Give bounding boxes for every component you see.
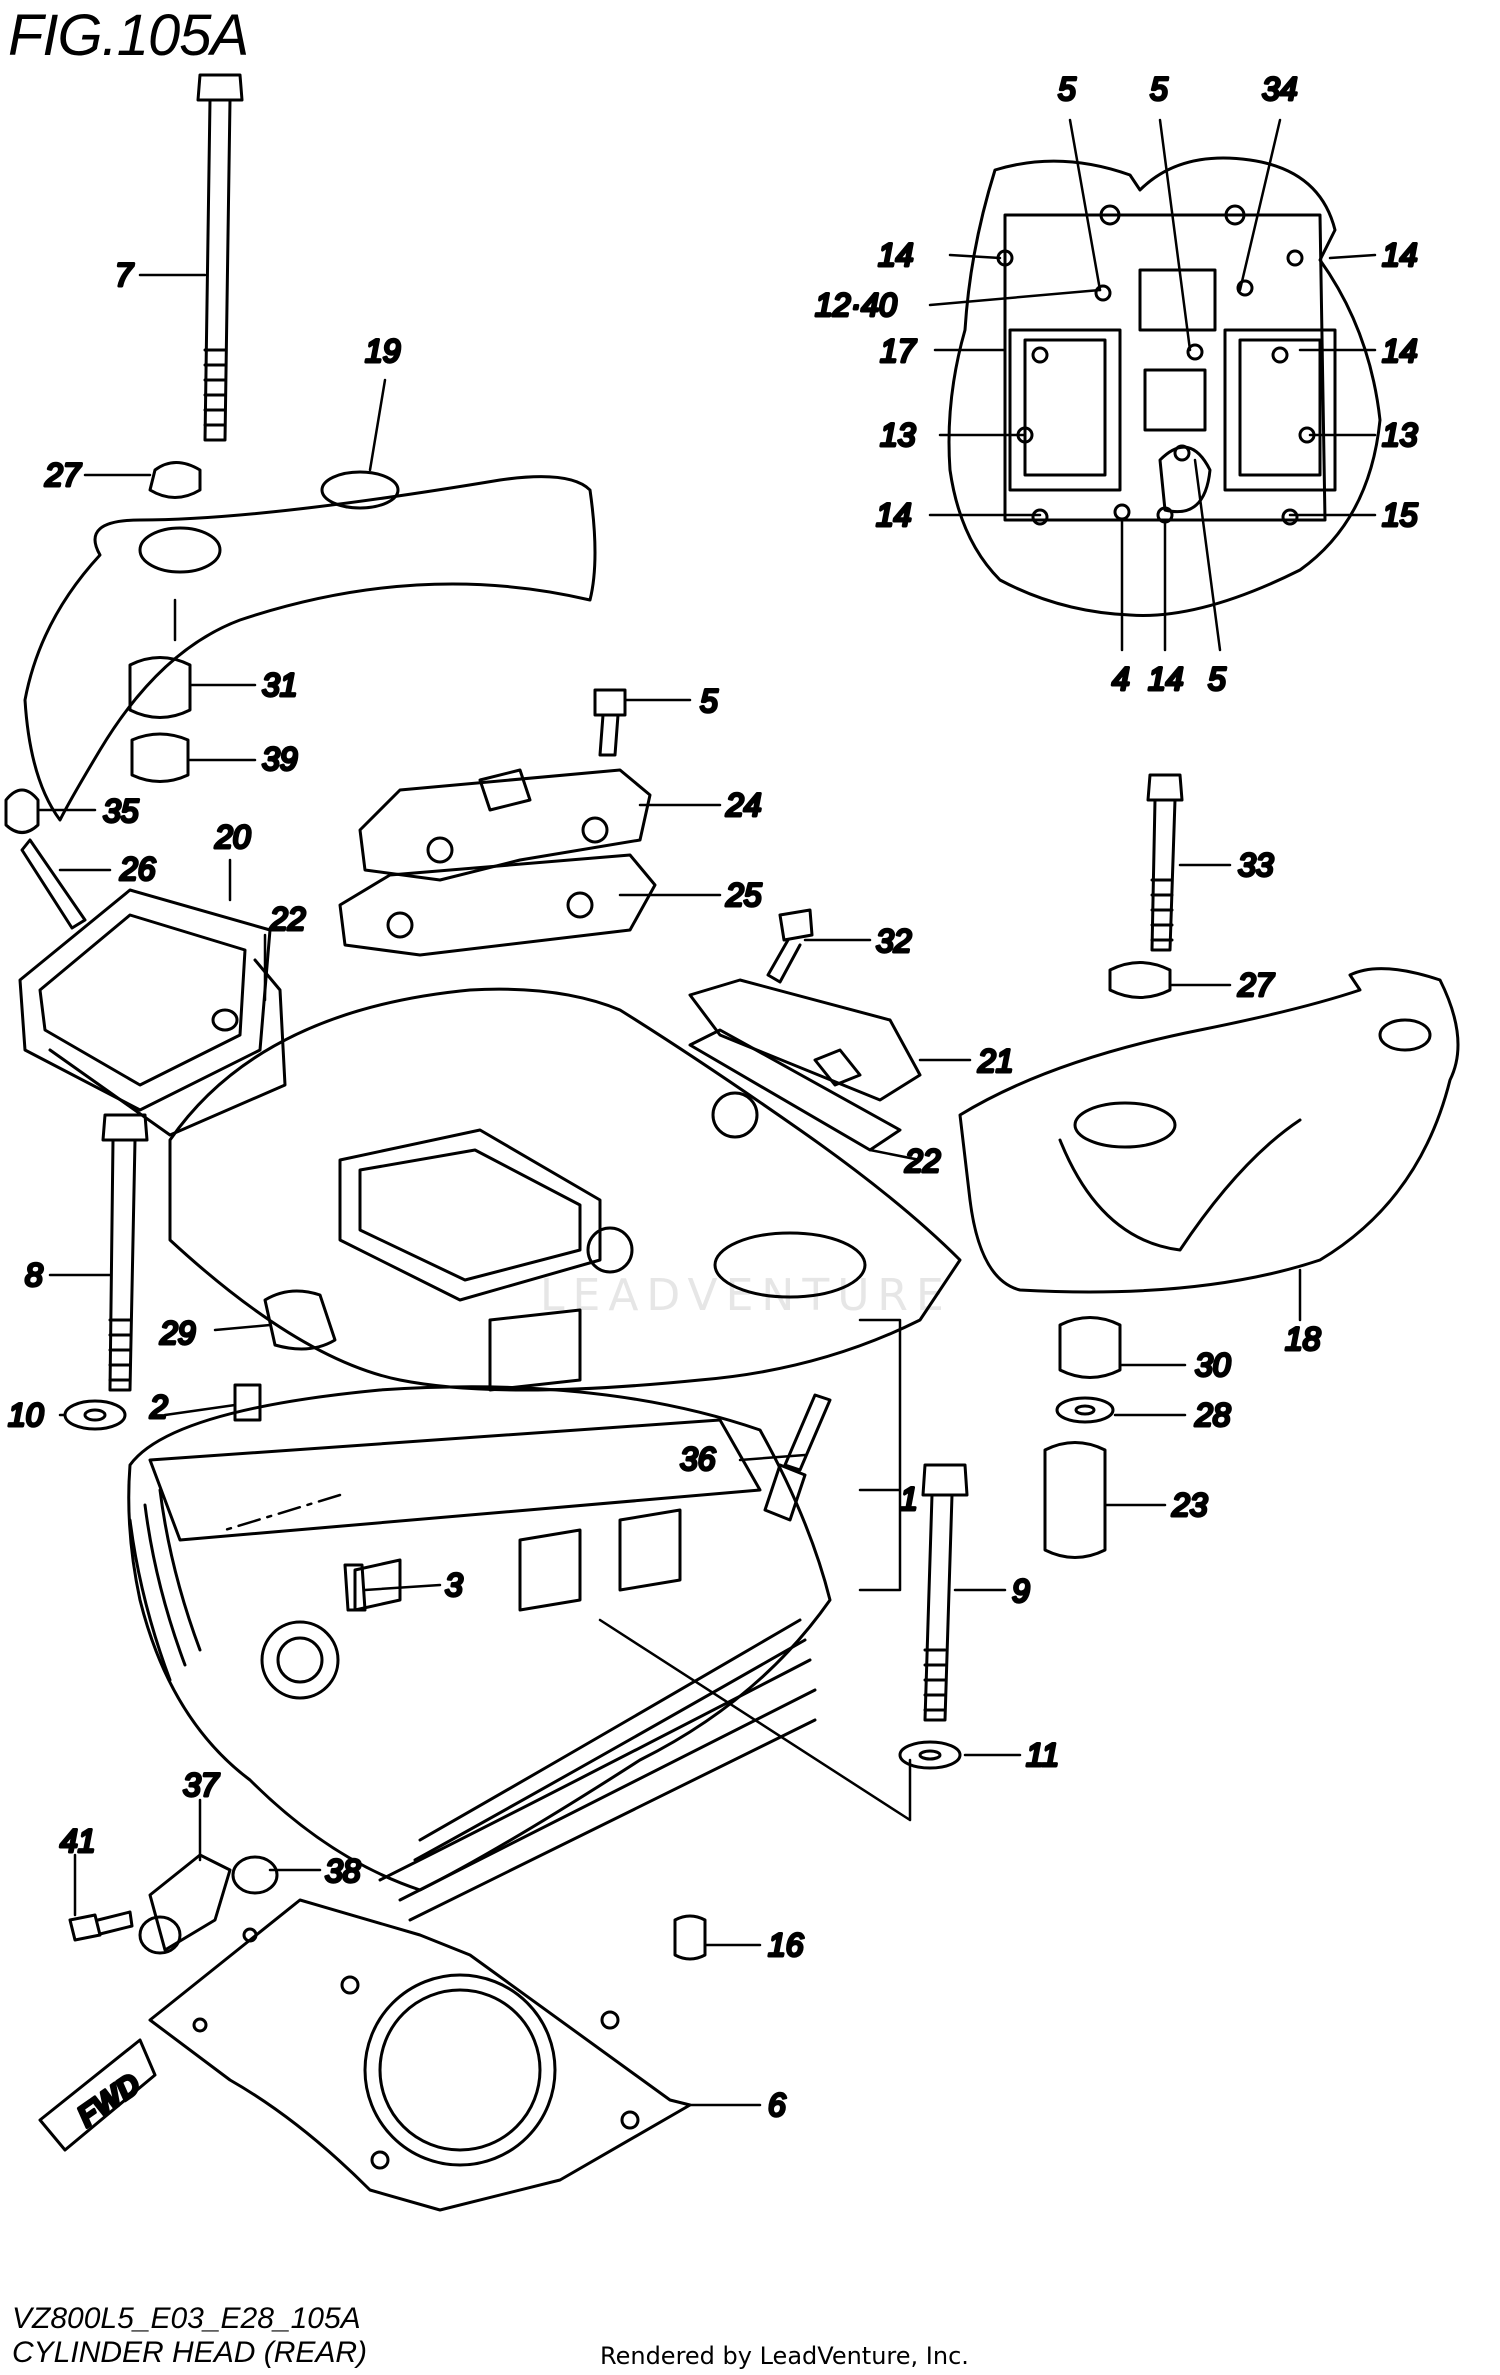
callout-25: 25: [725, 877, 762, 913]
watermark: LEADVENTURE: [540, 1270, 952, 1321]
callout-8: 8: [25, 1257, 43, 1293]
bolt-41: [68, 1910, 134, 1942]
side-cover-20: [18, 888, 272, 1112]
callout-27-right: 27: [1237, 967, 1275, 1003]
callout-35: 35: [103, 793, 139, 829]
callout-28: 28: [1194, 1397, 1231, 1433]
cap-24: [358, 768, 652, 882]
callout-5-inset-a: 5: [1058, 71, 1076, 107]
callout-14-inset-bottom: 14: [1148, 661, 1184, 697]
bolt-9: [921, 1463, 969, 1722]
cover-18: [958, 967, 1460, 1294]
washer-28: [1055, 1396, 1115, 1424]
cap-nut-35: [4, 788, 40, 834]
callout-37: 37: [183, 1767, 220, 1803]
callout-34: 34: [1262, 71, 1298, 107]
callout-2: 2: [149, 1389, 168, 1425]
callout-36: 36: [680, 1441, 716, 1477]
callout-4: 4: [1112, 661, 1130, 697]
callout-17: 17: [880, 333, 917, 369]
figure-title: FIG.105A: [8, 3, 249, 68]
gasket-22-right: [688, 1028, 902, 1152]
callout-14-inset-bottom-left: 14: [876, 497, 912, 533]
stud-26: [20, 838, 87, 930]
washer-10: [63, 1399, 127, 1431]
bolt-5-cap: [593, 688, 627, 757]
sensor-37: [138, 1853, 232, 1955]
callout-5-top-cover: 5: [700, 683, 718, 719]
plug-29: [263, 1289, 337, 1351]
forward-direction-arrow: FWD: [38, 2038, 157, 2152]
fwd-label: FWD: [72, 2067, 147, 2133]
callout-38: 38: [325, 1853, 361, 1889]
callout-27-left: 27: [44, 457, 82, 493]
callout-29: 29: [159, 1315, 196, 1351]
diagram-code: VZ800L5_E03_E28_105A: [12, 2302, 361, 2335]
callout-30: 30: [1195, 1347, 1231, 1383]
callout-32: 32: [876, 923, 912, 959]
callout-14-inset-top-left: 14: [878, 237, 914, 273]
render-credit: Rendered by LeadVenture, Inc.: [600, 2342, 969, 2370]
diagram-caption: CYLINDER HEAD (REAR): [12, 2336, 368, 2369]
bolt-8: [101, 1113, 149, 1392]
callout-9: 9: [1012, 1573, 1030, 1609]
callout-14-inset-top-right: 14: [1382, 237, 1418, 273]
callout-12-40: 12·40: [815, 287, 897, 323]
grommet-27b: [1108, 961, 1172, 999]
callout-20: 20: [214, 819, 251, 855]
collar-23: [1043, 1441, 1107, 1559]
callout-3: 3: [445, 1567, 463, 1603]
callout-41: 41: [60, 1823, 96, 1859]
callout-13-right: 13: [1382, 417, 1418, 453]
washer-11: [898, 1740, 962, 1770]
callout-19: 19: [365, 333, 401, 369]
callout-5-inset-c: 5: [1208, 661, 1226, 697]
callout-10: 10: [8, 1397, 44, 1433]
grommet-30: [1058, 1316, 1122, 1379]
callout-22-right: 22: [904, 1143, 941, 1179]
callout-18: 18: [1285, 1321, 1321, 1357]
bolt-7: [196, 73, 244, 442]
cylinder-head-1: [127, 987, 962, 1922]
head-cover-plate-inset: [947, 156, 1382, 617]
callout-labels: 7 19 27 31 39 35 26 20 22 5 24 25 32 21 …: [7, 70, 1420, 2125]
grommet-31: [128, 656, 192, 719]
callout-14-inset-mid-right: 14: [1382, 333, 1418, 369]
grommet-39: [130, 732, 190, 783]
o-ring-38: [231, 1855, 279, 1895]
callout-39: 39: [262, 741, 298, 777]
dowel-16: [673, 1914, 707, 1961]
head-gasket-6: [148, 1898, 692, 2212]
gasket-25: [338, 853, 657, 957]
callout-6: 6: [768, 2087, 786, 2123]
dowel-2: [233, 1383, 262, 1422]
cover-19: [23, 461, 597, 822]
callout-31: 31: [262, 667, 298, 703]
callout-1: 1: [900, 1481, 918, 1517]
spark-plug-36: [763, 1393, 832, 1522]
callout-26: 26: [119, 851, 156, 887]
callout-16: 16: [768, 1927, 804, 1963]
leader-lines: [38, 118, 1377, 2107]
callout-5-inset-b: 5: [1150, 71, 1168, 107]
callout-21: 21: [977, 1043, 1014, 1079]
callout-24: 24: [725, 787, 762, 823]
callout-13-left: 13: [880, 417, 916, 453]
callout-22-left: 22: [269, 901, 306, 937]
gasket-22-left: [48, 958, 287, 1137]
callout-23: 23: [1171, 1487, 1208, 1523]
stud-3: [343, 1563, 367, 1612]
callout-15: 15: [1382, 497, 1418, 533]
cover-21: [688, 978, 922, 1102]
callout-7: 7: [115, 257, 134, 293]
callout-11: 11: [1026, 1737, 1059, 1773]
bolt-32: [766, 908, 814, 984]
callout-33: 33: [1238, 847, 1274, 883]
bolt-33: [1146, 773, 1184, 952]
